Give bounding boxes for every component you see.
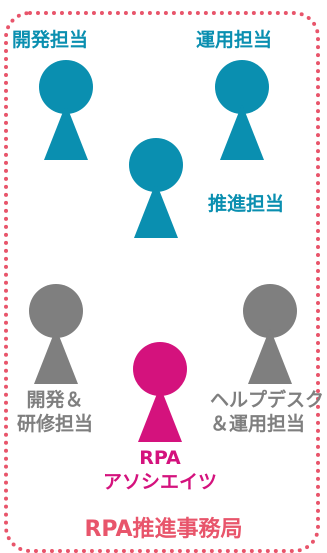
helpdesk-label-line1: ヘルプデスク (210, 389, 325, 411)
helpdesk-label: ヘルプデスク ＆運用担当 (210, 388, 327, 436)
rpa-associates-label-line1: RPA (139, 447, 181, 469)
rpa-associates-label-line2: アソシエイツ (102, 471, 217, 493)
development-person-icon (30, 60, 102, 160)
development-label: 開発担当 (12, 29, 89, 51)
promotion-label: 推進担当 (208, 193, 285, 215)
rpa-associates-label: RPA アソシエイツ (100, 446, 220, 494)
dev-training-label: 開発＆ 研修担当 (10, 388, 100, 436)
rpa-associates-person-icon (124, 342, 196, 442)
dev-training-label-line1: 開発＆ (26, 389, 84, 411)
promotion-person-icon (120, 138, 192, 238)
dev-training-label-line2: 研修担当 (16, 413, 93, 435)
operations-person-icon (206, 60, 278, 160)
operations-label: 運用担当 (196, 29, 273, 51)
organization-title: RPA推進事務局 (84, 517, 243, 542)
dev-training-person-icon (20, 284, 92, 384)
helpdesk-person-icon (234, 284, 306, 384)
helpdesk-label-line2: ＆運用担当 (210, 413, 306, 435)
